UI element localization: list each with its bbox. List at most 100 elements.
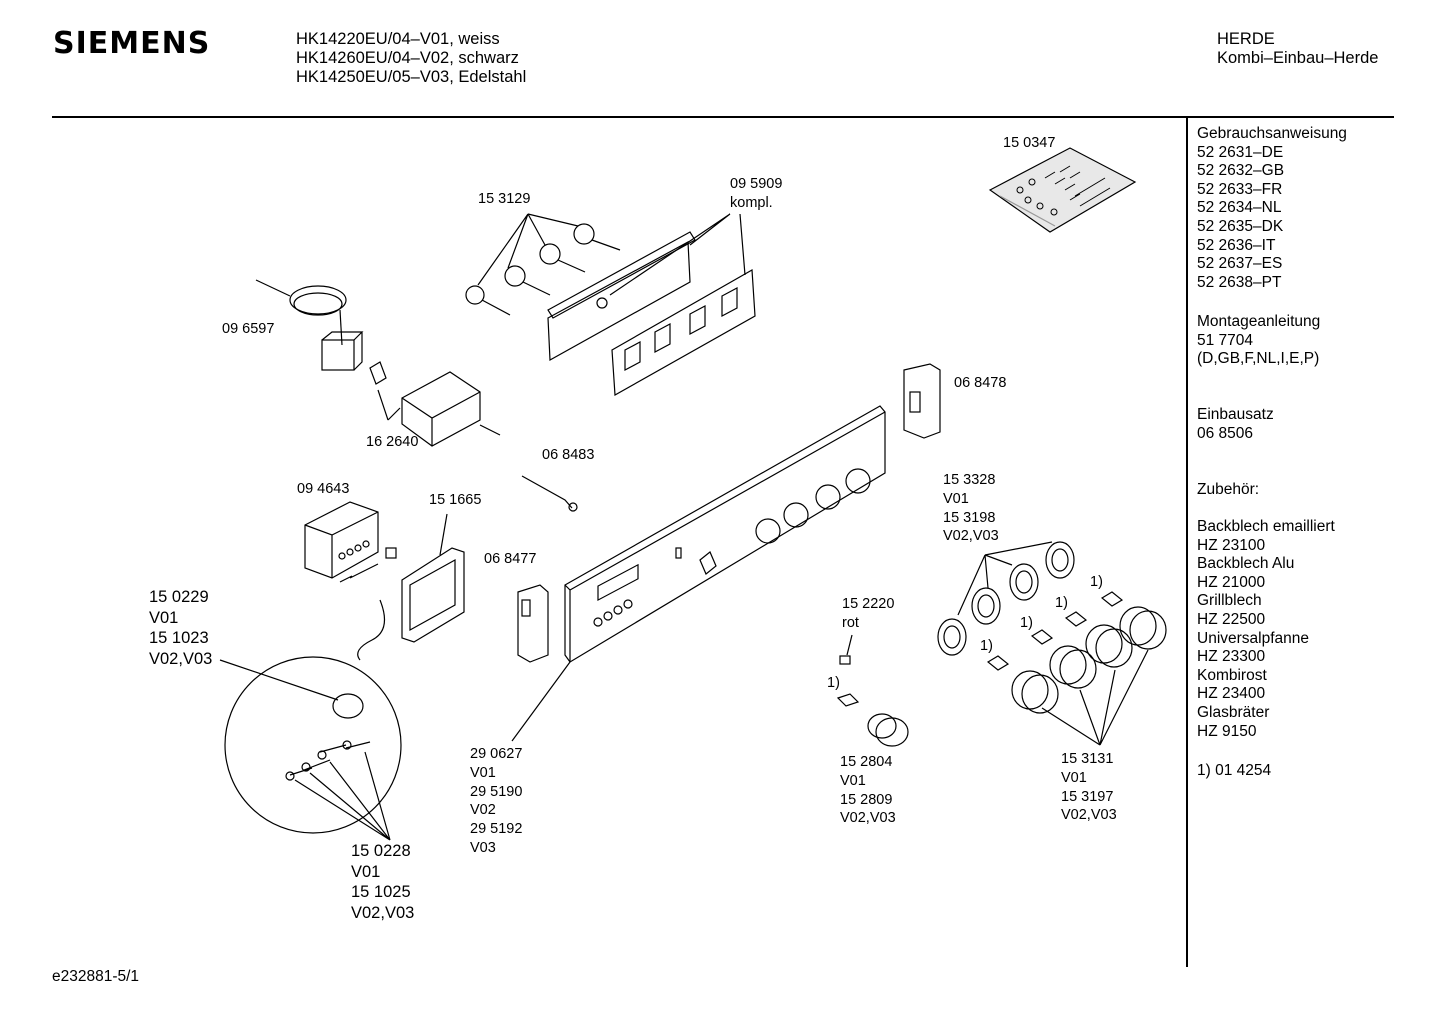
manual-title: Gebrauchsanweisung	[1197, 125, 1347, 142]
part-number: 15 3328	[943, 472, 996, 488]
part-number: 15 0228	[351, 842, 411, 860]
accessory-item: Backblech emailliert	[1197, 518, 1335, 535]
part-note: rot	[842, 614, 859, 631]
product-category: HERDE Kombi–Einbau–Herde	[1217, 30, 1378, 68]
detail-callout-drawing	[224, 599, 402, 834]
part-number: 15 3131	[1061, 751, 1114, 767]
leader-153129	[477, 213, 579, 286]
accessories-title: Zubehör:	[1197, 481, 1260, 498]
part-number: 15 3197	[1061, 788, 1114, 805]
leader-153131	[1041, 649, 1149, 746]
part-label-153129: 15 3129	[478, 191, 531, 207]
part-label-290627: 29 0627 V01 29 5190 V02 29 5192 V03	[470, 745, 522, 858]
thermostat-drawing	[255, 279, 364, 371]
part-label-152804: 15 2804 V01 15 2809 V02,V03	[840, 753, 896, 828]
control-knob-drawings	[1011, 606, 1167, 714]
part-variant: V02,V03	[943, 528, 999, 545]
manual-code: 52 2632–GB	[1197, 162, 1285, 180]
part-variant: V02,V03	[1061, 807, 1117, 824]
header-divider	[52, 116, 1394, 118]
part-number: 15 1025	[351, 883, 411, 901]
leader-095909	[609, 213, 746, 296]
footnote-marker: 1)	[980, 638, 993, 654]
part-label-162640: 16 2640	[366, 434, 419, 450]
part-variant: V02,V03	[351, 903, 415, 922]
sidebar-footnote: 1) 01 4254	[1197, 762, 1272, 779]
part-label-095909: 09 5909 kompl.	[730, 175, 782, 213]
manual-code: 52 2631–DE	[1197, 143, 1284, 161]
install-section: Montageanleitung 51 7704 (D,GB,F,NL,I,E,…	[1197, 313, 1320, 369]
sidebar-divider	[1186, 117, 1188, 967]
part-label-153131: 15 3131 V01 15 3197 V02,V03	[1061, 750, 1117, 825]
part-variant: V02	[470, 802, 496, 819]
accessory-code: HZ 22500	[1197, 610, 1266, 628]
part-label-150228: 15 0228 V01 15 1025 V02,V03	[351, 841, 414, 923]
leader-153328	[957, 541, 1053, 616]
part-variant: V01	[470, 764, 496, 781]
leader-150229	[219, 659, 339, 701]
accessory-item: Universalpfanne	[1197, 629, 1310, 647]
part-label-152220: 15 2220 rot	[842, 595, 894, 633]
sensor-drawing	[521, 475, 578, 512]
part-label-150229: 15 0229 V01 15 1023 V02,V03	[149, 587, 212, 669]
install-title: Montageanleitung	[1197, 313, 1321, 330]
part-number: 15 3198	[943, 509, 996, 526]
part-label-094643: 09 4643	[297, 481, 350, 497]
part-label-068477: 06 8477	[484, 551, 537, 567]
indicator-lamp-drawing	[839, 634, 853, 665]
leader-290627	[511, 661, 571, 742]
manual-code: 52 2636–IT	[1197, 236, 1276, 254]
accessory-code: HZ 9150	[1197, 722, 1257, 740]
kit-title: Einbausatz	[1197, 406, 1274, 423]
side-bracket-drawing	[517, 584, 549, 663]
part-number: 29 0627	[470, 746, 523, 762]
knob-ring-drawings	[937, 541, 1075, 656]
footnote-marker: 1)	[1020, 615, 1033, 631]
accessory-item: Glasbräter	[1197, 703, 1270, 721]
kit-section: Einbausatz 06 8506	[1197, 406, 1274, 443]
category-line: HERDE	[1217, 30, 1275, 48]
spacer-pad-drawings	[836, 591, 1124, 707]
manual-code: 52 2634–NL	[1197, 199, 1282, 217]
footnote-marker: 1)	[1090, 574, 1103, 590]
part-label-096597: 09 6597	[222, 321, 275, 337]
part-variant: V01	[943, 490, 969, 507]
manual-section: Gebrauchsanweisung 52 2631–DE 52 2632–GB…	[1197, 125, 1347, 292]
part-label-068478: 06 8478	[954, 375, 1007, 391]
accessory-code: HZ 23400	[1197, 685, 1266, 703]
leader-150228	[294, 751, 391, 841]
part-number: 15 1023	[149, 629, 209, 647]
accessory-item: Grillblech	[1197, 592, 1262, 610]
footnote-marker: 1)	[1055, 595, 1068, 611]
manual-code: 52 2635–DK	[1197, 217, 1284, 235]
accessory-code: HZ 23100	[1197, 536, 1266, 554]
manual-code: 52 2637–ES	[1197, 255, 1283, 273]
part-number: 15 0229	[149, 588, 209, 606]
timer-knob-drawing	[867, 713, 909, 747]
accessory-code: HZ 21000	[1197, 573, 1266, 591]
selector-switch-drawing	[369, 361, 501, 447]
brand-logo: SIEMENS	[53, 26, 211, 61]
part-variant: V02,V03	[840, 810, 896, 827]
accessories-list: Backblech emailliert HZ 23100 Backblech …	[1197, 518, 1335, 741]
part-number: 15 2220	[842, 596, 895, 612]
document-id: e232881-5/1	[52, 968, 140, 985]
part-number: 15 2804	[840, 754, 893, 770]
part-label-068483: 06 8483	[542, 447, 595, 463]
part-label-153328: 15 3328 V01 15 3198 V02,V03	[943, 471, 999, 546]
part-variant: V01	[840, 772, 866, 789]
model-line: HK14220EU/04–V01, weiss	[296, 30, 500, 48]
part-label-151665: 15 1665	[429, 492, 482, 508]
manual-code: 52 2638–PT	[1197, 273, 1282, 291]
model-line: HK14250EU/05–V03, Edelstahl	[296, 68, 527, 86]
clock-module-drawing	[304, 501, 397, 583]
control-panel-drawing	[564, 405, 886, 663]
leader-162640	[377, 389, 401, 421]
part-variant: V01	[1061, 769, 1087, 786]
model-list: HK14220EU/04–V01, weiss HK14260EU/04–V02…	[296, 30, 526, 87]
leader-151665	[439, 513, 448, 556]
install-langs: (D,GB,F,NL,I,E,P)	[1197, 350, 1320, 368]
part-number: 09 5909	[730, 176, 783, 192]
rotary-switch-drawings	[465, 223, 621, 316]
